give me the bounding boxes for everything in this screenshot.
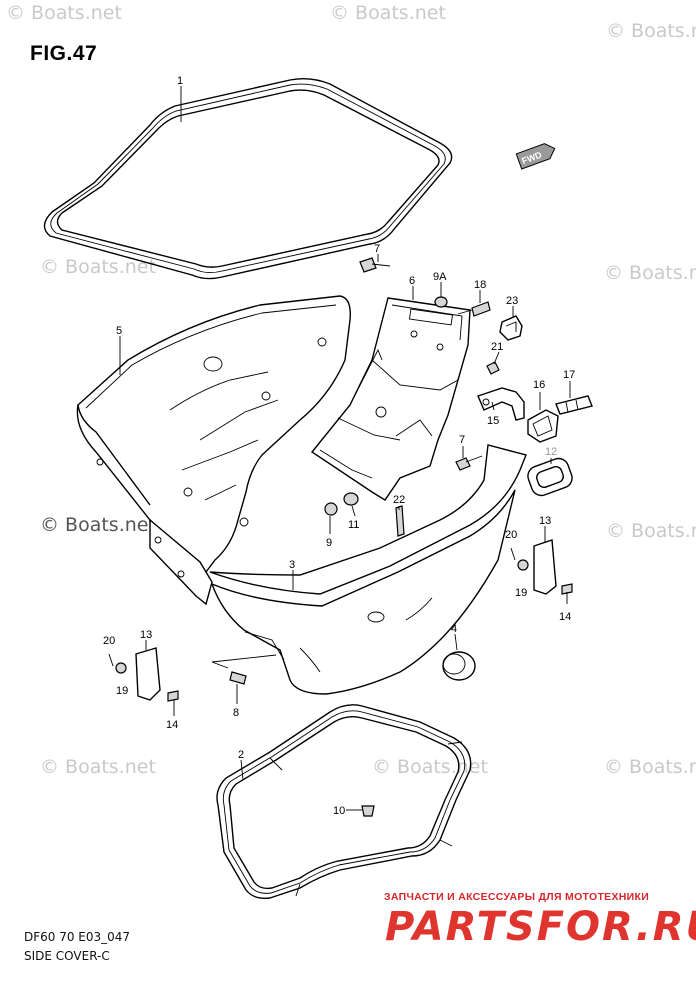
watermark: © Boats.net (604, 756, 696, 778)
leader-lines (119, 86, 571, 811)
part-1-seal (43, 77, 453, 280)
part-2-seal (216, 704, 472, 900)
callout-4: 4 (451, 623, 457, 635)
callout-20: 20 (505, 529, 517, 541)
callout-19: 19 (116, 685, 128, 697)
callout-7: 7 (374, 243, 380, 255)
callout-1: 1 (177, 75, 183, 87)
callout-9: 9 (326, 537, 332, 549)
callout-13: 13 (539, 515, 551, 527)
callout-21: 21 (491, 341, 503, 353)
figure-code: DF60 70 E03_047 (24, 930, 131, 944)
fasteners (108, 257, 573, 817)
callout-10: 10 (333, 805, 345, 817)
callout-16: 16 (533, 379, 545, 391)
watermark: © Boats.net (40, 514, 156, 536)
callout-15: 15 (487, 415, 499, 427)
fwd-tag: FWD (515, 143, 556, 170)
part-4-plug (442, 651, 476, 681)
part-15-bracket (477, 387, 525, 421)
figure-title: FIG.47 (30, 42, 98, 65)
callout-11: 11 (348, 519, 359, 531)
part-16-latch (527, 409, 559, 443)
watermark: © Boats.net (40, 756, 156, 778)
side-cover-body (76, 295, 527, 695)
callout-6: 6 (409, 275, 415, 287)
callout-20: 20 (103, 635, 115, 647)
watermark: © Boats.net (6, 2, 122, 24)
callout-13: 13 (140, 629, 152, 641)
callout-12: 12 (545, 446, 557, 458)
part-17-pad (555, 395, 593, 415)
watermark: © Boats.net (330, 2, 446, 24)
callout-17: 17 (563, 369, 575, 381)
callout-2: 2 (238, 749, 244, 761)
callout-19: 19 (515, 587, 527, 599)
callout-18: 18 (474, 279, 486, 291)
callout-8: 8 (233, 707, 239, 719)
promo-tagline: ЗАПЧАСТИ И АКСЕССУАРЫ ДЛЯ МОТОТЕХНИКИ (384, 891, 650, 903)
callout-22: 22 (393, 494, 405, 506)
watermark: © Boats.net (606, 520, 696, 542)
part-12-grommet (527, 457, 573, 497)
callout-5: 5 (116, 325, 122, 337)
callout-14: 14 (166, 719, 178, 731)
watermark: © Boats.net (604, 262, 696, 284)
callout-23: 23 (506, 295, 518, 307)
watermark: © Boats.net (40, 256, 156, 278)
figure-name: SIDE COVER-C (24, 949, 110, 963)
callout-3: 3 (289, 559, 295, 571)
callout-9a: 9A (433, 271, 447, 283)
promo-logo: PARTSFOR.RU (385, 904, 696, 950)
callout-14: 14 (559, 611, 571, 623)
callouts: 1 2 3 4 5 6 7 7 8 9 9A 10 11 12 13 13 14… (103, 75, 575, 817)
callout-7: 7 (459, 434, 465, 446)
part-23-clip (499, 315, 523, 341)
watermark: © Boats.net (606, 20, 696, 42)
